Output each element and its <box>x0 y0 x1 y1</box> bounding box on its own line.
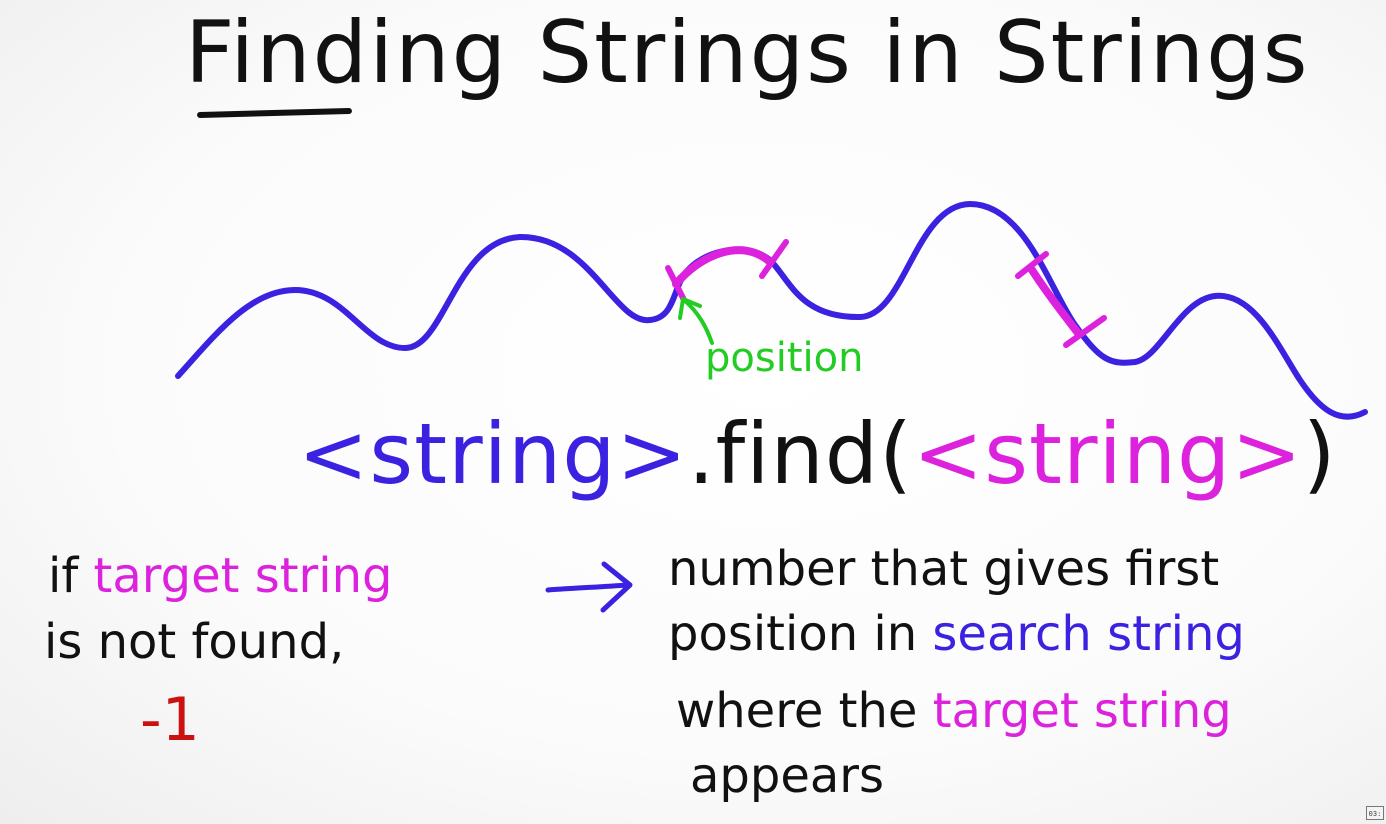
target-match-1-end-tick <box>759 239 789 279</box>
page-title: Finding Strings in Strings <box>185 3 1310 103</box>
return-note-where: where the <box>676 683 933 739</box>
not-found-result: -1 <box>140 685 200 755</box>
target-match-2-end-tick <box>1063 315 1107 348</box>
search-string-wave <box>175 200 1368 420</box>
return-note-line1: number that gives first <box>668 541 1220 597</box>
search-string-phrase: search string <box>932 606 1245 662</box>
not-found-if: if <box>48 548 94 604</box>
not-found-note-line2: is not found, <box>44 614 345 670</box>
target-match-1-start-tick <box>665 265 687 303</box>
result-arrow <box>545 582 631 593</box>
position-label: position <box>705 335 864 381</box>
target-match-1 <box>672 246 774 288</box>
find-method: .find( <box>687 405 913 503</box>
target-string-phrase-2: target string <box>932 683 1232 739</box>
position-arrow-head <box>678 297 702 320</box>
target-string-token: <string> <box>912 405 1303 503</box>
target-match-2 <box>1028 266 1082 337</box>
not-found-note-line1: if target string <box>48 552 393 600</box>
close-paren: ) <box>1302 405 1337 503</box>
target-match-2-start-tick <box>1015 251 1049 279</box>
return-note-line2: position in search string <box>668 610 1245 658</box>
search-string-token: <string> <box>298 405 688 503</box>
video-timestamp[interactable]: 03: <box>1366 806 1384 820</box>
return-note-line4: appears <box>690 748 885 804</box>
position-arrow <box>682 298 714 345</box>
return-note-line3: where the target string <box>676 687 1232 735</box>
result-arrow-head <box>600 561 633 613</box>
return-note-position: position in <box>668 606 933 662</box>
target-string-phrase: target string <box>93 548 393 604</box>
find-syntax: <string>.find(<string>) <box>298 412 1337 496</box>
